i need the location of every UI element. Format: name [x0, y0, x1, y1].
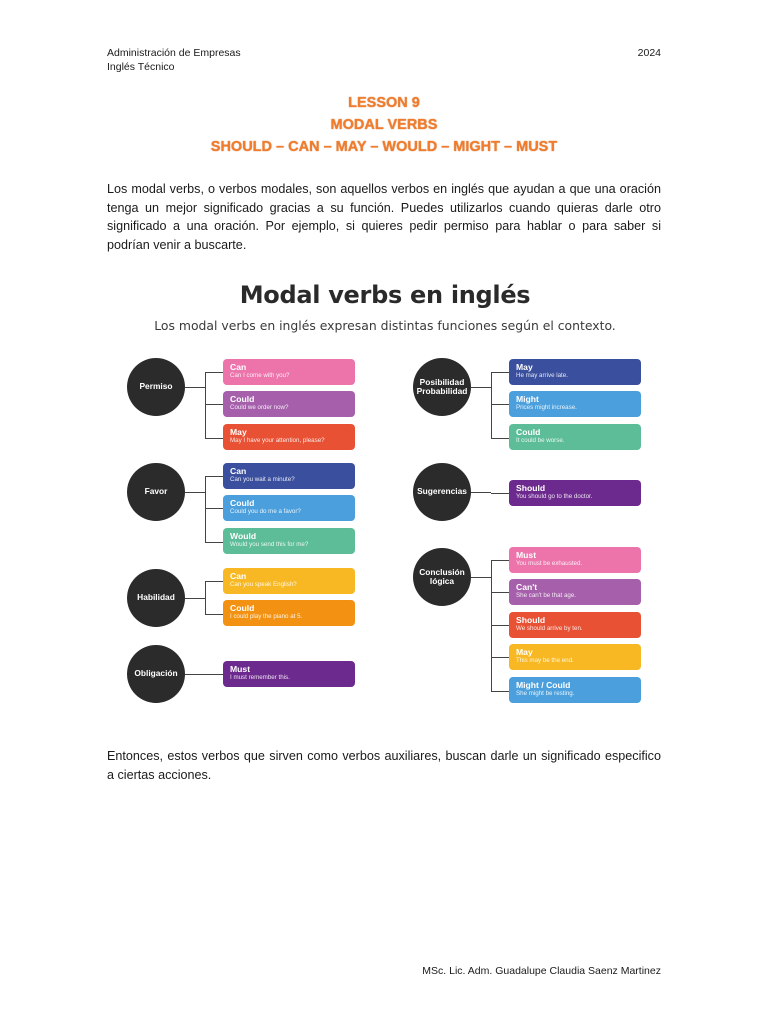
document-footer-author: MSc. Lic. Adm. Guadalupe Claudia Saenz M… [422, 965, 661, 977]
document-header-left: Administración de Empresas Inglés Técnic… [107, 46, 241, 74]
connector-line [491, 493, 509, 494]
modal-verb-example: Can I come with you? [230, 372, 290, 379]
function-circle: Sugerencias [413, 463, 471, 521]
modal-verb-example: Prices might increase. [516, 404, 577, 412]
modal-verb-label: Could [230, 498, 255, 509]
connector-line [205, 404, 223, 406]
infographic-title: Modal verbs en inglés [239, 281, 531, 309]
function-circle: Habilidad [127, 569, 185, 627]
connector-line [491, 404, 509, 406]
modal-verb-example: She might be resting. [516, 689, 575, 697]
connector-line [185, 387, 205, 388]
modal-verb-label: Might / Could [516, 679, 571, 690]
modal-verb-label: May [230, 426, 247, 437]
lesson-title: LESSON 9 MODAL VERBS SHOULD – CAN – MAY … [0, 92, 768, 158]
bracket-line [491, 372, 510, 439]
modal-verb-label: May [516, 647, 533, 658]
modal-verb-example: I could play the piano at 5. [230, 613, 303, 621]
modal-verb-label: Might [516, 394, 539, 405]
modal-verb-example: We should arrive by ten. [516, 624, 583, 632]
modal-verb-label: Must [230, 664, 251, 674]
connector-line [471, 577, 491, 578]
lesson-topic: MODAL VERBS [330, 117, 438, 133]
connector-line [185, 492, 205, 493]
modal-verb-example: You should go to the doctor. [516, 493, 593, 500]
modal-verb-example: Could we order now? [230, 404, 289, 412]
modal-verb-label: May [516, 362, 533, 372]
modal-verb-label: Can [230, 362, 247, 372]
connector-line [471, 387, 491, 388]
connector-line [491, 592, 509, 594]
function-circle: Obligación [127, 645, 185, 703]
function-circle: Permiso [127, 358, 185, 416]
function-circle: Favor [127, 463, 185, 521]
bracket-line [205, 476, 224, 543]
modal-verb-example: You must be exhausted. [516, 560, 583, 567]
modal-verb-example: He may arrive late. [516, 372, 568, 379]
connector-line [205, 674, 223, 675]
header-department: Administración de Empresas [107, 47, 241, 59]
modal-verb-label: Should [516, 614, 546, 625]
closing-paragraph: Entonces, estos verbos que sirven como v… [107, 749, 661, 782]
connector-line [491, 624, 509, 626]
bracket-line [491, 560, 510, 692]
modal-verb-example: May I have your attention, please? [230, 436, 325, 444]
header-course: Inglés Técnico [107, 61, 175, 73]
connector-line [205, 508, 223, 510]
modal-verb-label: Can [230, 466, 247, 476]
modal-verb-label: Would [230, 530, 257, 541]
modal-verb-example: It could be worse. [516, 436, 565, 444]
lesson-verbs: SHOULD – CAN – MAY – WOULD – MIGHT – MUS… [210, 139, 558, 155]
modal-verb-label: Can't [516, 582, 538, 593]
function-circle: Conclusión lógica [413, 548, 471, 606]
modal-verb-label: Should [516, 483, 546, 493]
modal-verb-label: Could [230, 394, 255, 405]
modal-verb-label: Could [516, 426, 541, 437]
modal-verb-example: I must remember this. [230, 674, 290, 681]
modal-verb-label: Can [230, 571, 247, 581]
connector-line [471, 492, 491, 493]
modal-verb-example: Can you speak English? [230, 581, 297, 588]
modal-verb-example: Could you do me a favor? [230, 508, 301, 516]
modal-verb-label: Could [230, 603, 255, 614]
modal-verb-example: Can you wait a minute? [230, 476, 295, 483]
lesson-number: LESSON 9 [348, 95, 420, 111]
modal-verb-example: She can't be that age. [516, 592, 577, 600]
bracket-line [205, 581, 224, 616]
modal-verb-example: This may be the end. [516, 657, 574, 665]
header-year: 2024 [637, 47, 661, 59]
connector-line [185, 598, 205, 599]
modal-verb-example: Would you send this for me? [230, 540, 309, 548]
intro-paragraph: Los modal verbs, o verbos modales, son a… [107, 182, 661, 253]
connector-line [185, 674, 205, 675]
bracket-line [205, 372, 224, 439]
function-circle: Posibilidad Probabilidad [413, 358, 471, 416]
connector-line [491, 657, 509, 659]
modal-verb-label: Must [516, 550, 537, 560]
infographic-subtitle: Los modal verbs en inglés expresan disti… [154, 318, 616, 333]
modal-verbs-infographic: Modal verbs en inglés Los modal verbs en… [105, 275, 665, 715]
